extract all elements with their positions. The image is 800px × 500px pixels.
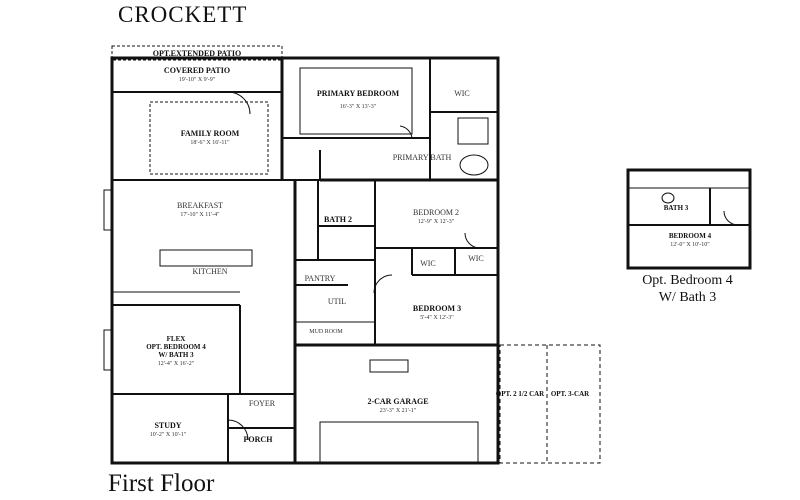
flex-label: FLEX bbox=[167, 335, 186, 343]
window bbox=[103, 329, 113, 371]
inset-bedroom-4-label: BEDROOM 4 bbox=[669, 232, 712, 240]
tray-ceiling bbox=[299, 67, 413, 135]
mud-room-label: MUD ROOM bbox=[309, 329, 343, 335]
door-swing bbox=[373, 274, 393, 294]
flex-dims: 12'-4" X 16'-2" bbox=[158, 361, 195, 367]
inset-bath-3-label: BATH 3 bbox=[664, 204, 689, 212]
breakfast-dims: 17'-10" X 11'-4" bbox=[180, 212, 220, 218]
kitchen-island bbox=[159, 249, 253, 267]
primary-bedroom-dims: 16'-3" X 13'-3" bbox=[340, 104, 377, 110]
garage-dims: 23'-3" X 21'-1" bbox=[380, 408, 417, 414]
opt-extended-patio-label: OPT.EXTENDED PATIO bbox=[153, 49, 241, 58]
extended-patio-outline bbox=[111, 45, 283, 61]
breakfast-label: BREAKFAST bbox=[177, 201, 223, 210]
family-room-dims: 18'-6" X 16'-11" bbox=[190, 140, 230, 146]
inset-caption-line1: Opt. Bedroom 4 bbox=[642, 273, 733, 288]
shower bbox=[457, 117, 489, 145]
study-label: STUDY bbox=[154, 421, 181, 430]
wic-2b-label: WIC bbox=[468, 254, 484, 263]
inset-toilet bbox=[661, 192, 675, 204]
garage-door bbox=[319, 421, 479, 464]
util-label: UTIL bbox=[328, 297, 346, 306]
bath-2-label: BATH 2 bbox=[324, 215, 352, 224]
family-room-label: FAMILY ROOM bbox=[181, 129, 240, 138]
tub bbox=[459, 154, 489, 176]
wic-2a-label: WIC bbox=[420, 259, 436, 268]
foyer-label: FOYER bbox=[249, 399, 276, 408]
inset-bedroom-4-dims: 12'-0" X 10'-10" bbox=[670, 242, 710, 248]
primary-bedroom-label: PRIMARY BEDROOM bbox=[317, 89, 400, 98]
covered-patio-label: COVERED PATIO bbox=[164, 66, 230, 75]
study-dims: 10'-2" X 10'-1" bbox=[150, 432, 187, 438]
bedroom-2-dims: 12'-9" X 12'-3" bbox=[418, 219, 455, 225]
bedroom-3-label: BEDROOM 3 bbox=[413, 304, 461, 313]
primary-wic-label: WIC bbox=[454, 89, 470, 98]
pantry-label: PANTRY bbox=[305, 274, 336, 283]
bedroom-3-dims: 5'-4" X 12'-3" bbox=[420, 315, 454, 321]
inset-outline bbox=[626, 168, 752, 270]
inset-caption-line2: W/ Bath 3 bbox=[658, 290, 717, 305]
bedroom-2-label: BEDROOM 2 bbox=[413, 208, 459, 217]
door-swing bbox=[723, 210, 739, 226]
door-swing bbox=[464, 232, 481, 249]
flex-opt-label: OPT. BEDROOM 4 bbox=[146, 343, 206, 351]
opt-3-car-label: OPT. 3-CAR bbox=[551, 390, 590, 398]
plan-title: CROCKETT bbox=[118, 2, 248, 27]
flex-bath-label: W/ BATH 3 bbox=[158, 351, 194, 359]
opt-2-5-car-label: OPT. 2 1/2 CAR bbox=[496, 390, 545, 398]
optional-garage-outline bbox=[499, 344, 601, 464]
garage-fixture bbox=[369, 359, 409, 373]
window bbox=[103, 189, 113, 231]
outer-wall bbox=[110, 56, 500, 465]
primary-bath-label: PRIMARY BATH bbox=[393, 153, 452, 162]
garage-label: 2-CAR GARAGE bbox=[367, 397, 428, 406]
floor-label: First Floor bbox=[108, 470, 215, 497]
kitchen-label: KITCHEN bbox=[192, 267, 227, 276]
covered-patio-dims: 19'-10" X 9'-9" bbox=[179, 77, 216, 83]
inset-caption: Opt. Bedroom 4 W/ Bath 3 bbox=[600, 272, 775, 306]
door-swing bbox=[227, 419, 249, 441]
porch-label: PORCH bbox=[244, 435, 274, 444]
door-swing bbox=[227, 91, 251, 115]
door-swing bbox=[399, 125, 413, 139]
